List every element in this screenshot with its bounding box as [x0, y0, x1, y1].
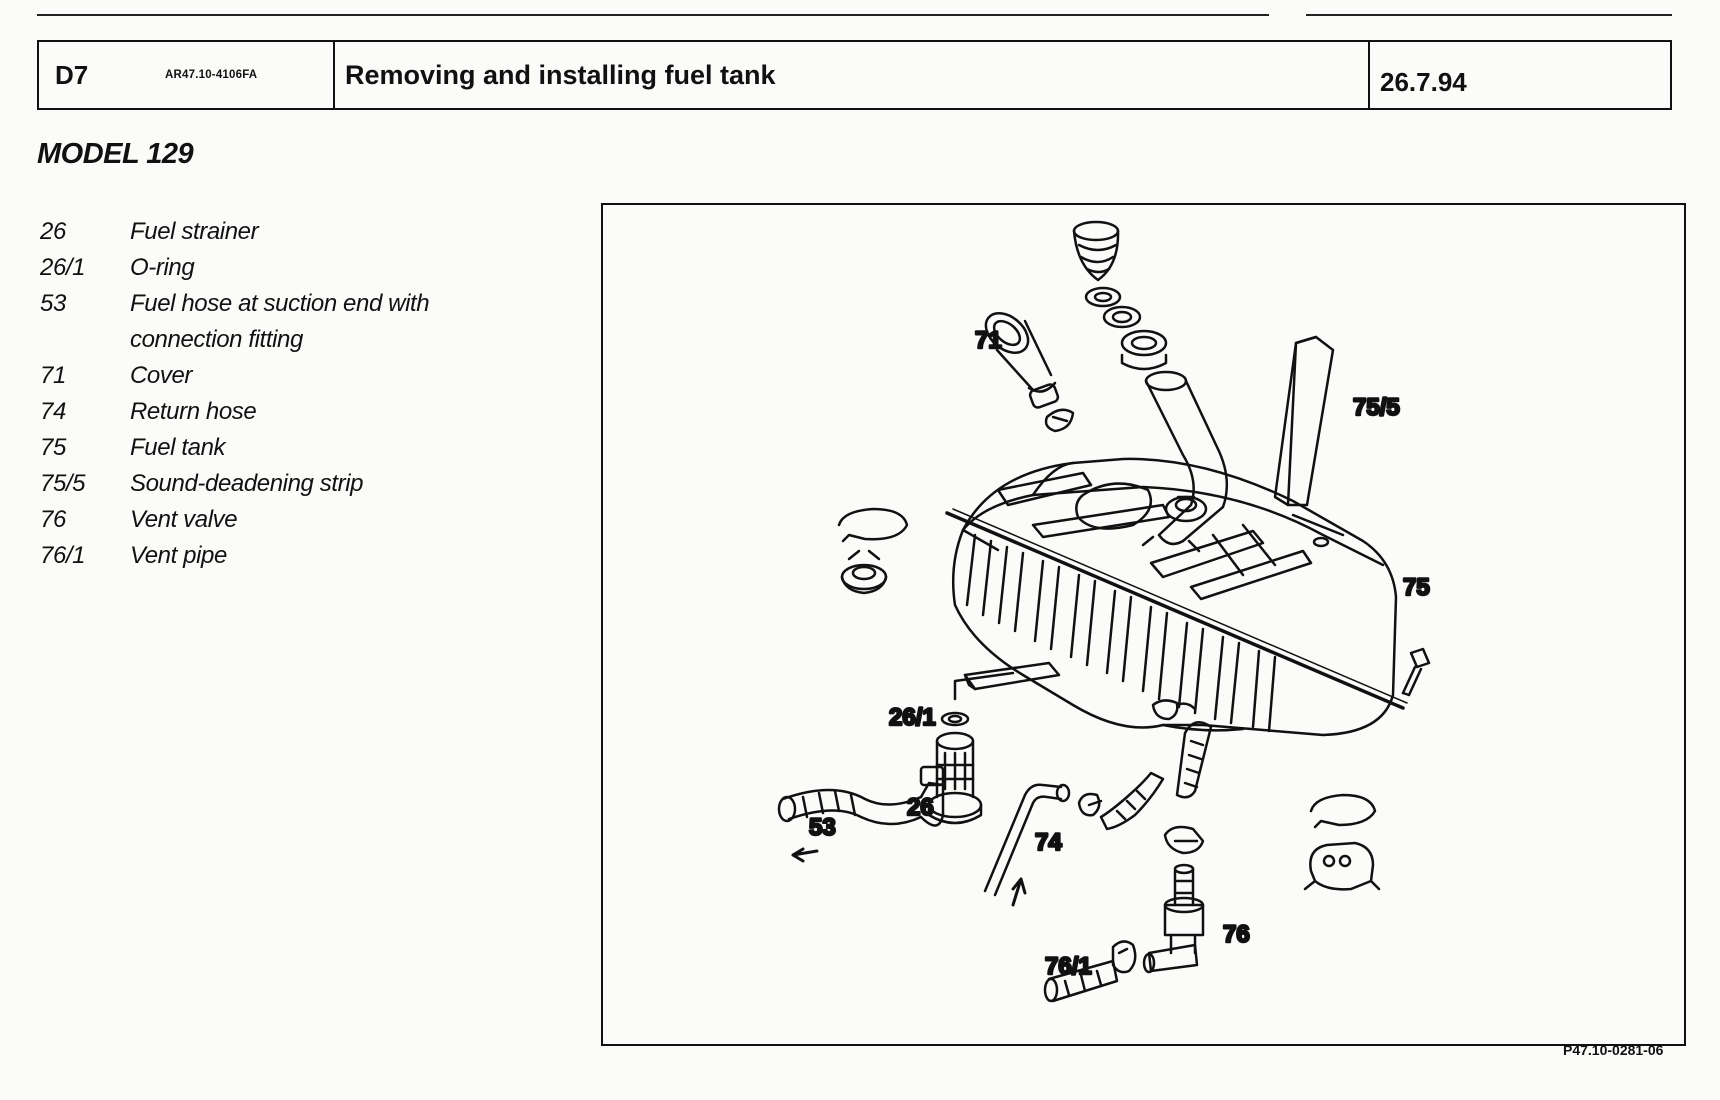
cover-part-71: [984, 312, 1075, 433]
callout-26: 26: [907, 794, 934, 821]
section-code: D7: [55, 59, 89, 90]
legend-desc: Fuel tank: [130, 434, 226, 461]
document-title: Removing and installing fuel tank: [335, 42, 1370, 108]
legend-item: 74 Return hose: [40, 394, 510, 430]
callout-74: 74: [1035, 829, 1062, 856]
legend-desc: Cover: [130, 362, 193, 389]
return-hose-74: [983, 783, 1071, 907]
legend-desc: O-ring: [130, 254, 195, 281]
legend-desc: Sound-deadening strip: [130, 470, 364, 497]
legend-desc: Fuel hose at suction end with connection…: [130, 290, 430, 353]
vent-pipe-76-1: [1043, 940, 1137, 1003]
fuel-tank-75: [945, 457, 1408, 737]
legend-item: 76/1 Vent pipe: [40, 538, 510, 574]
legend-num: 76: [40, 506, 66, 533]
suction-hose-53: [777, 765, 945, 863]
legend-item: 76 Vent valve: [40, 502, 510, 538]
top-rule-right: [1306, 14, 1672, 16]
retaining-ring-right: [1303, 793, 1381, 891]
top-rule-left: [37, 14, 1269, 16]
exploded-diagram: 71 75/5 75 26/1 26 53 74 76 76/1: [601, 203, 1686, 1046]
o-ring-26-1: [940, 671, 1015, 727]
legend-item: 53 Fuel hose at suction end with connecti…: [40, 286, 510, 358]
document-reference: AR47.10-4106FA: [165, 69, 258, 81]
legend-num: 74: [40, 398, 66, 425]
fuel-strainer-26: [927, 731, 983, 825]
vent-hose: [1163, 720, 1213, 855]
legend-num: 75/5: [40, 470, 86, 497]
legend-item: 71 Cover: [40, 358, 510, 394]
filler-neck-pipe: [1141, 370, 1229, 553]
header-code-cell: D7 AR47.10-4106FA: [39, 42, 335, 108]
model-heading: MODEL 129: [37, 138, 194, 170]
legend-num: 53: [40, 290, 66, 317]
legend-item: 26 Fuel strainer: [40, 214, 510, 250]
legend-num: 76/1: [40, 542, 86, 569]
callout-76-1: 76/1: [1045, 953, 1092, 980]
document-date: 26.7.94: [1380, 66, 1467, 97]
callout-75-5: 75/5: [1353, 394, 1400, 421]
legend-num: 71: [40, 362, 66, 389]
bolt-right: [1401, 647, 1431, 697]
hose-clamp-pair: [1077, 699, 1197, 831]
figure-reference: P47.10-0281-06: [1563, 1042, 1664, 1058]
callout-76: 76: [1223, 921, 1250, 948]
legend-desc: Return hose: [130, 398, 257, 425]
callout-53: 53: [809, 814, 836, 841]
callout-26-1: 26/1: [889, 704, 936, 731]
parts-legend: 26 Fuel strainer 26/1 O-ring 53 Fuel hose a…: [40, 214, 510, 574]
legend-desc: Fuel strainer: [130, 218, 259, 245]
legend-num: 26: [40, 218, 66, 245]
legend-num: 75: [40, 434, 66, 461]
legend-num: 26/1: [40, 254, 86, 281]
vent-valve-76: [1142, 863, 1205, 974]
legend-item: 75 Fuel tank: [40, 430, 510, 466]
legend-desc: Vent valve: [130, 506, 238, 533]
document-header: D7 AR47.10-4106FA Removing and installin…: [37, 40, 1672, 110]
callout-75: 75: [1403, 574, 1430, 601]
legend-item: 75/5 Sound-deadening strip: [40, 466, 510, 502]
legend-item: 26/1 O-ring: [40, 250, 510, 286]
sound-strip-75-5: [1273, 335, 1335, 507]
filler-cap-stack: [1072, 220, 1168, 371]
callout-71: 71: [975, 327, 1002, 354]
legend-desc: Vent pipe: [130, 542, 227, 569]
retaining-ring-left: [837, 507, 909, 595]
